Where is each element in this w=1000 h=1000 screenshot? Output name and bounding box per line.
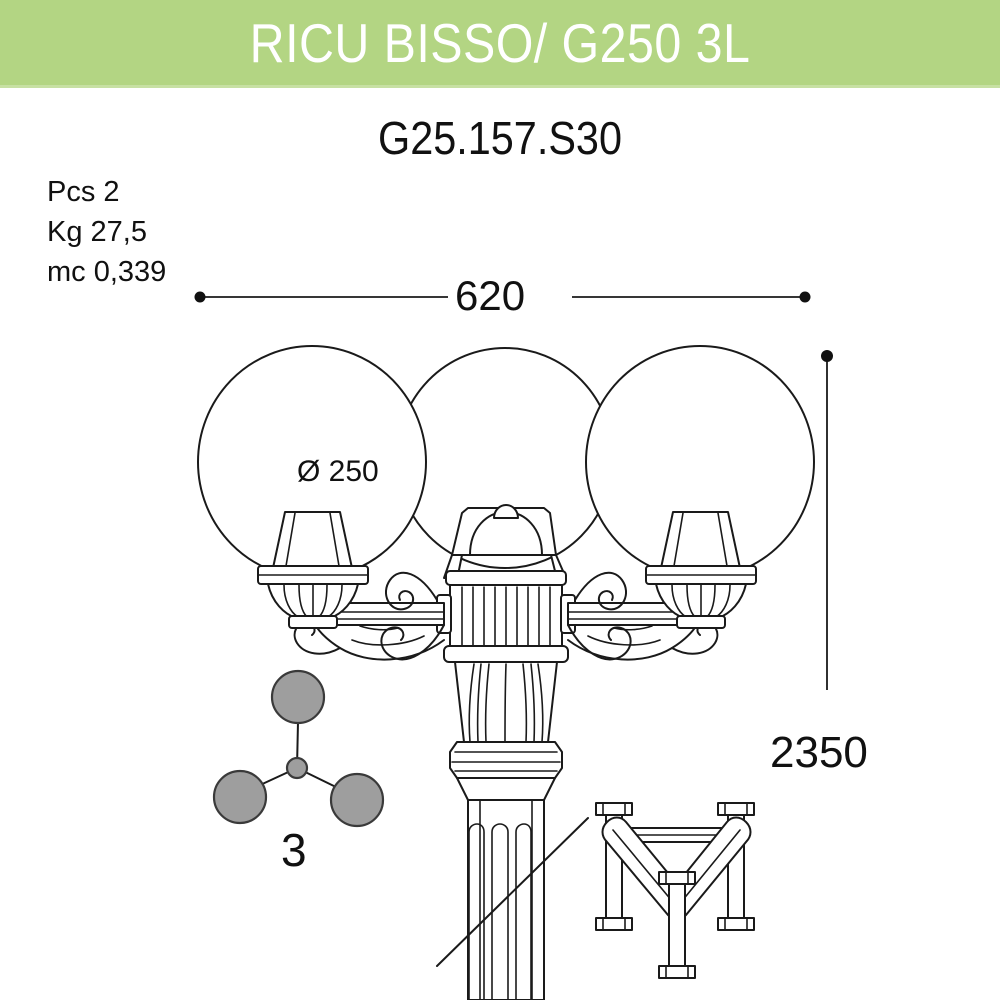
lamp-node-top bbox=[270, 669, 326, 725]
pole-torus-collar bbox=[449, 741, 563, 779]
lamp-fixture-right bbox=[645, 511, 757, 629]
spec-volume: mc 0,339 bbox=[47, 256, 167, 288]
ground-line bbox=[436, 817, 589, 967]
product-title: RICU BISSO/ G250 3L bbox=[249, 12, 751, 74]
dimension-height-label: 2350 bbox=[770, 728, 868, 777]
header-divider bbox=[0, 85, 1000, 88]
lamp-count-label: 3 bbox=[281, 824, 307, 876]
lamp-arrangement-diagram bbox=[212, 669, 385, 828]
pole-upper-flare bbox=[454, 661, 558, 743]
lamp-node-center bbox=[285, 756, 309, 780]
column-hub bbox=[436, 504, 576, 663]
lamp-arm-right bbox=[567, 571, 719, 661]
spec-pieces: Pcs 2 bbox=[47, 176, 120, 208]
dimension-height bbox=[821, 350, 833, 690]
product-code: G25.157.S30 bbox=[377, 112, 622, 164]
dimension-width-label: 620 bbox=[455, 272, 526, 319]
lamp-node-right bbox=[329, 772, 385, 828]
dimension-width bbox=[194, 291, 811, 303]
pole-shaft bbox=[456, 777, 556, 1000]
globe-diameter-label: Ø 250 bbox=[297, 455, 379, 488]
lamp-arm-left bbox=[293, 571, 445, 661]
specifications-block: Pcs 2 Kg 27,5 mc 0,339 bbox=[47, 172, 166, 292]
foundation-anchor-cage bbox=[595, 802, 755, 979]
lamp-node-left bbox=[212, 769, 268, 825]
header-band bbox=[0, 0, 1000, 85]
spec-weight: Kg 27,5 bbox=[47, 216, 147, 248]
lamp-fixture-left bbox=[257, 511, 369, 629]
